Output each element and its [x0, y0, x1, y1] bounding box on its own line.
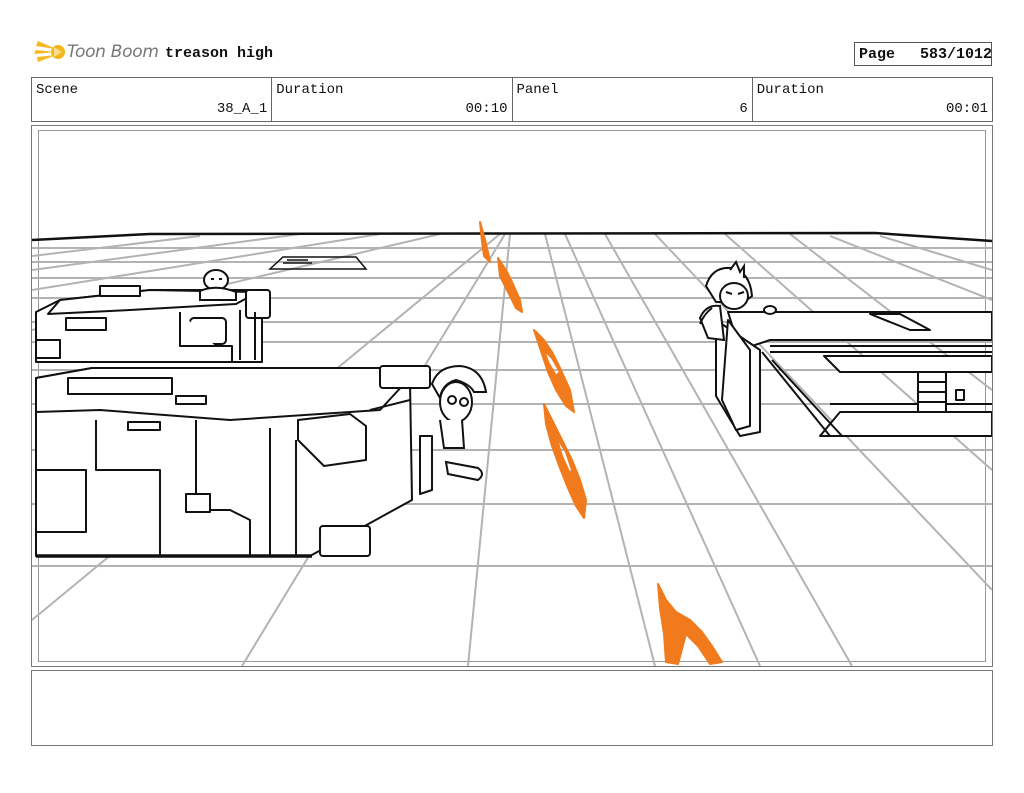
- scene-duration-value: 00:10: [465, 101, 508, 117]
- page-indicator: Page 583/1012: [854, 42, 992, 66]
- panel-duration-value: 00:01: [945, 101, 988, 117]
- scene-duration-cell: Duration 00:10: [272, 78, 513, 121]
- panel-notes-area: [31, 670, 993, 746]
- far-character: [199, 269, 237, 301]
- scene-cell: Scene 38_A_1: [32, 78, 273, 121]
- panel-cell: Panel 6: [513, 78, 753, 121]
- scene-label: Scene: [36, 82, 79, 98]
- desk-block-near: [35, 365, 433, 558]
- floor-vent: [268, 256, 368, 270]
- comet-logo-icon: [34, 41, 65, 62]
- panel-value: 6: [739, 101, 748, 117]
- panel-label: Panel: [516, 82, 559, 98]
- horizon-line: [32, 231, 992, 243]
- panel-info-row: Scene 38_A_1 Duration 00:10 Panel 6 Dura…: [31, 77, 993, 122]
- project-title: treason high: [165, 45, 274, 62]
- toon-boom-logo: Toon Boom: [34, 38, 159, 68]
- page-label: Page: [859, 46, 896, 63]
- brand-name: Toon Boom: [67, 42, 159, 62]
- storyboard-panel-frame: [31, 125, 993, 667]
- desk-right: [715, 311, 992, 437]
- motion-marks: [479, 221, 723, 665]
- scene-duration-label: Duration: [276, 82, 344, 98]
- page-number: 583/1012: [920, 46, 993, 63]
- desk-block-far: [35, 285, 271, 363]
- scene-value: 38_A_1: [216, 101, 268, 117]
- panel-duration-cell: Duration 00:01: [753, 78, 992, 121]
- panel-duration-label: Duration: [756, 82, 824, 98]
- character-girl-center: [430, 364, 488, 482]
- character-girl-right: [698, 259, 777, 342]
